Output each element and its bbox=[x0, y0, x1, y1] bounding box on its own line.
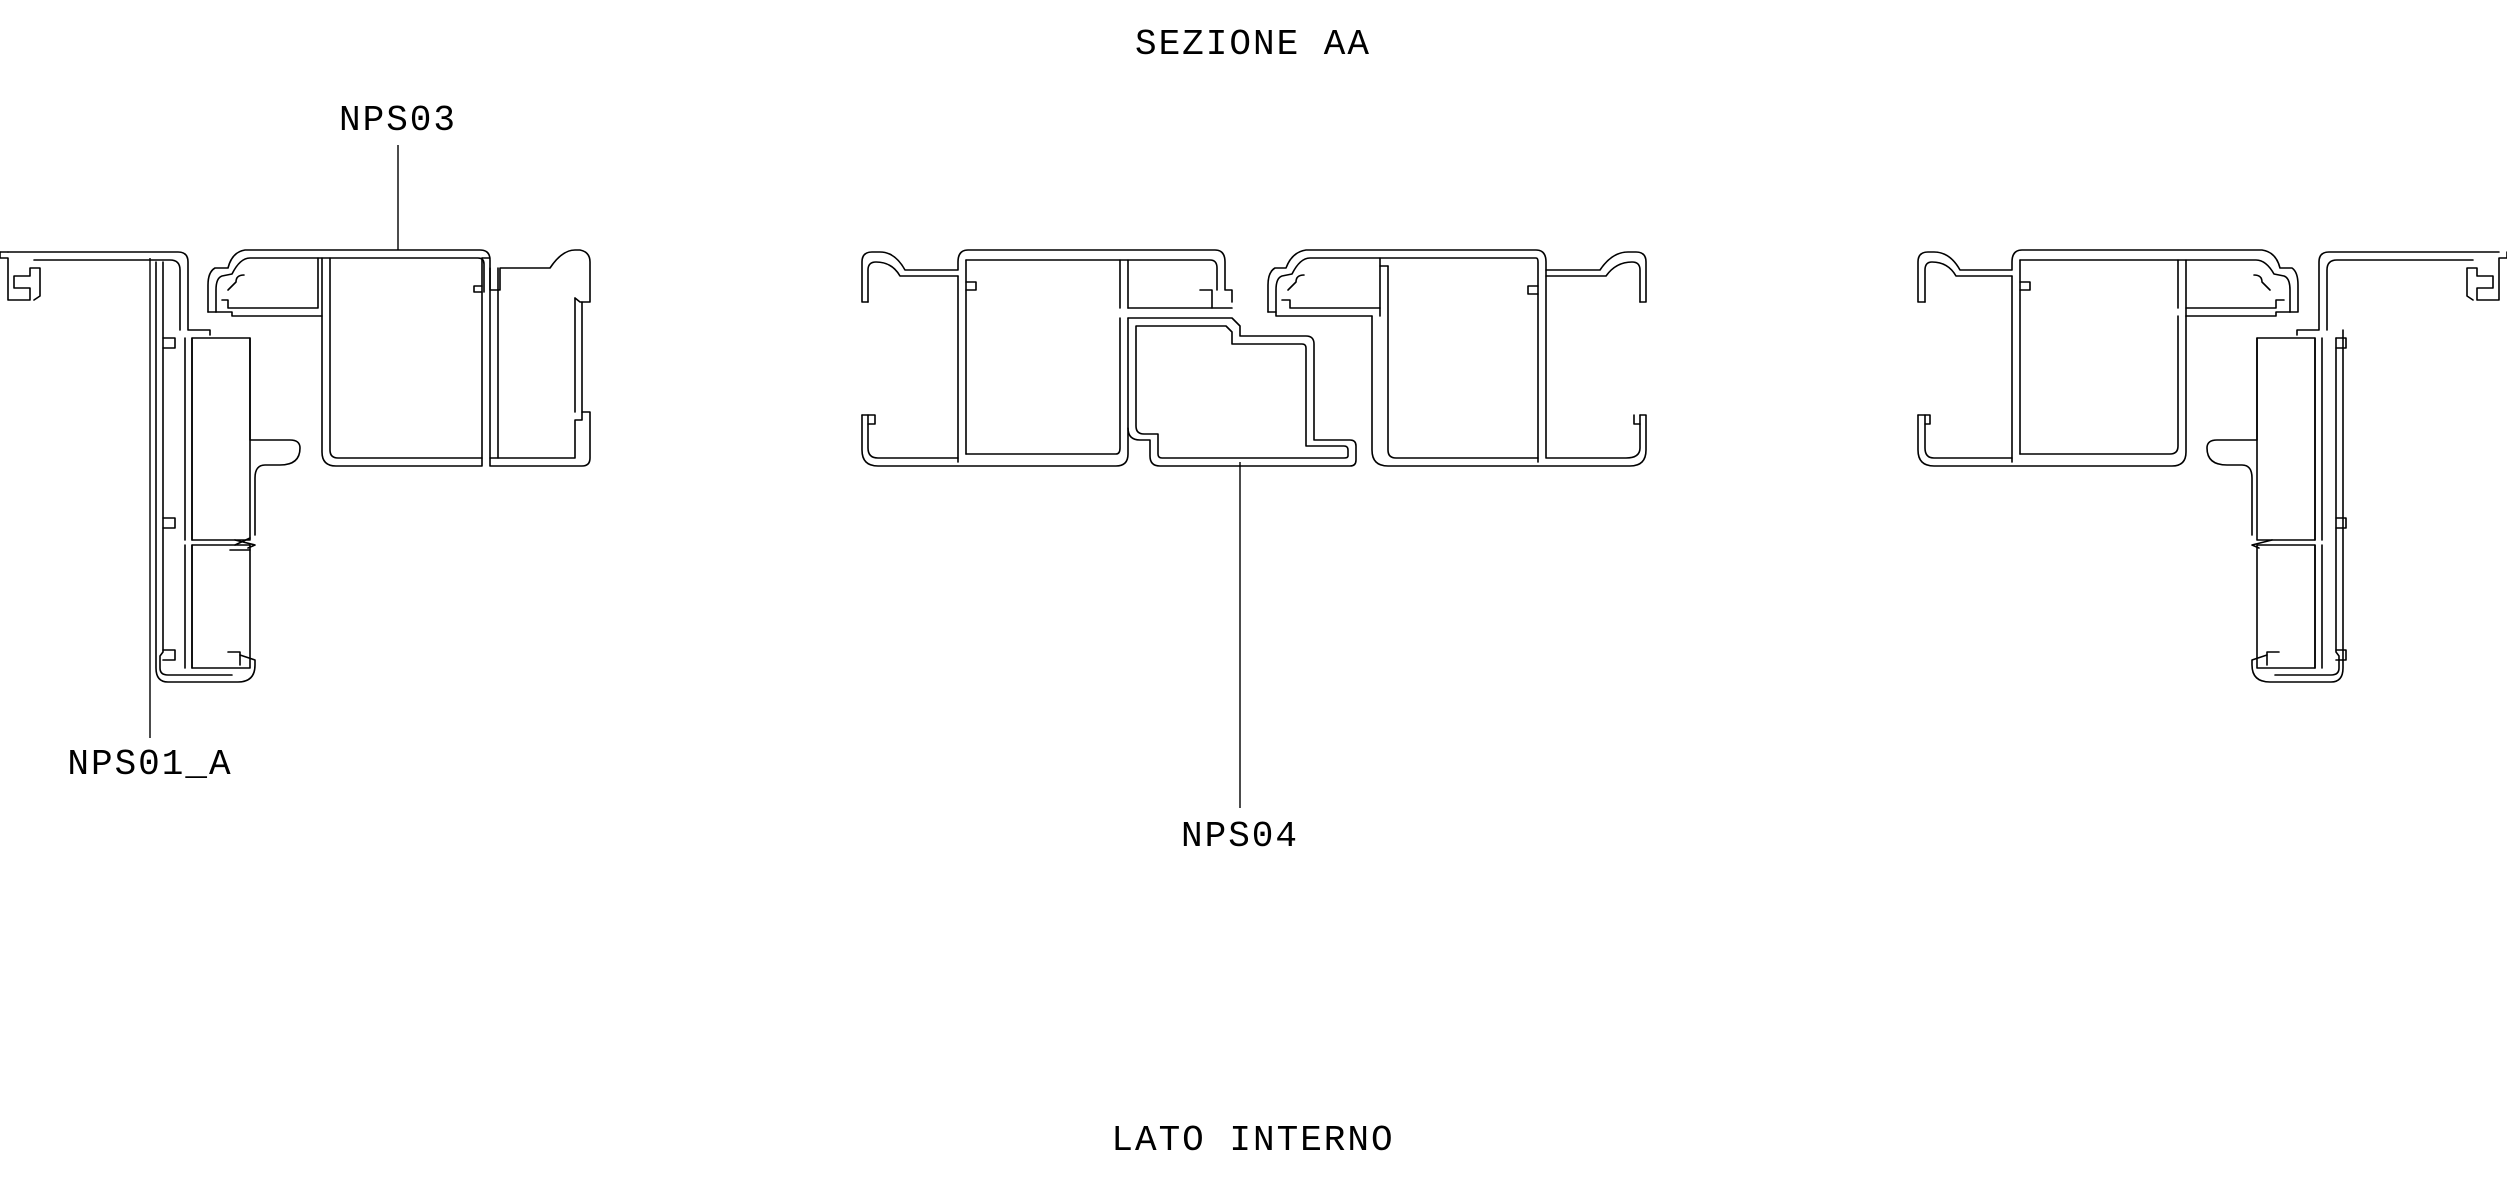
section-title: SEZIONE AA bbox=[1135, 24, 1371, 65]
right-sash bbox=[1917, 249, 2299, 467]
label-nps04: NPS04 bbox=[1181, 816, 1299, 857]
right-frame bbox=[2206, 251, 2507, 683]
profile-nps03 bbox=[207, 249, 591, 467]
left-profile-assembly bbox=[0, 249, 591, 683]
label-nps01-a: NPS01_A bbox=[67, 744, 232, 785]
right-profile-assembly bbox=[1917, 249, 2507, 683]
profile-nps01-a bbox=[0, 251, 301, 683]
profile-nps04 bbox=[1127, 317, 1357, 467]
interior-side-label: LATO INTERNO bbox=[1111, 1120, 1394, 1161]
label-nps03: NPS03 bbox=[339, 100, 457, 141]
center-right-sash bbox=[1267, 249, 1647, 467]
center-left-sash bbox=[861, 249, 1233, 467]
center-profile-assembly bbox=[861, 249, 1647, 467]
